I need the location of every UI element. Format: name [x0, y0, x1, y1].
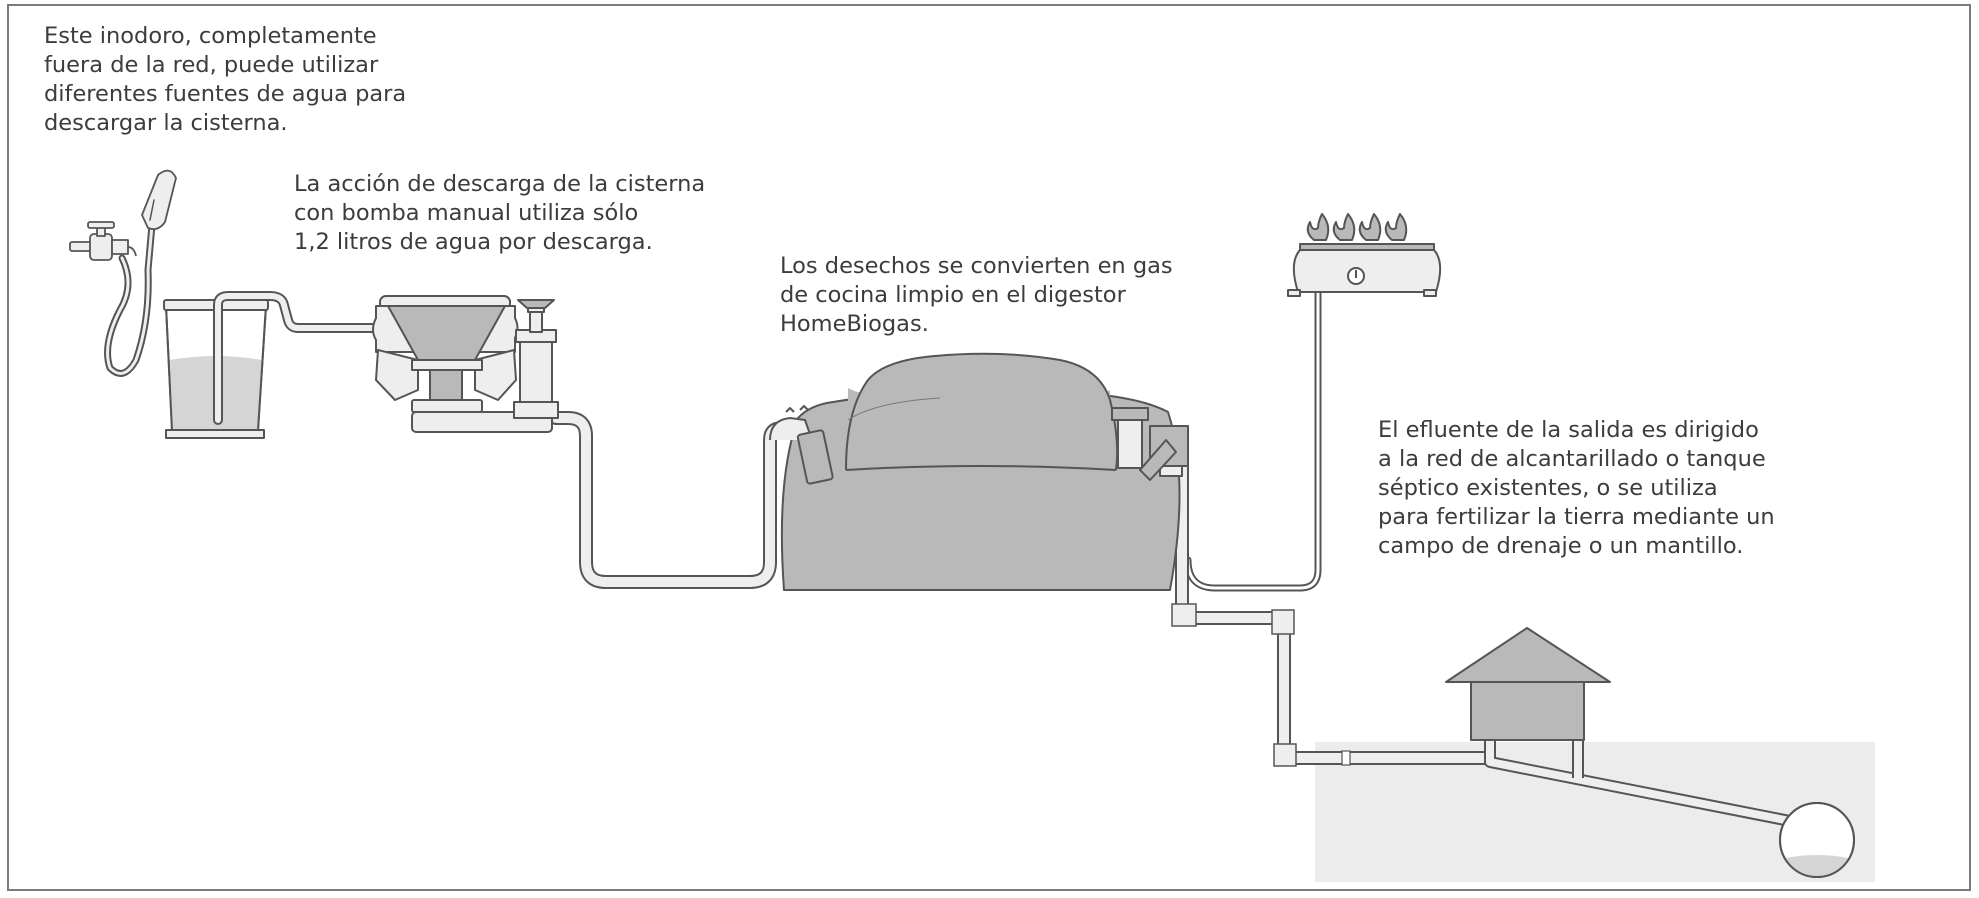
gas-stove-icon — [1287, 213, 1442, 297]
caption-flush-action: La acción de descarga de la cisterna con… — [294, 170, 705, 257]
house-icon — [1445, 627, 1611, 741]
caption-line: a la red de alcantarillado o tanque — [1378, 446, 1766, 472]
ground-area — [1315, 742, 1875, 882]
caption-line: Este inodoro, completamente — [44, 23, 377, 49]
pipe-elbow — [1273, 743, 1297, 767]
bucket-hose — [213, 291, 380, 425]
caption-line: con bomba manual utiliza sólo — [294, 200, 639, 226]
caption-line: 1,2 litros de agua por descarga. — [294, 229, 653, 255]
caption-line: HomeBiogas. — [780, 311, 929, 337]
septic-tank-icon — [1779, 802, 1855, 878]
faucet-icon — [69, 221, 137, 261]
pipe-joint — [1341, 750, 1351, 766]
inlet-pipe — [549, 411, 802, 589]
caption-line: descargar la cisterna. — [44, 110, 288, 136]
gas-line — [1184, 286, 1322, 592]
caption-water-sources: Este inodoro, completamente fuera de la … — [44, 22, 406, 138]
caption-line: diferentes fuentes de agua para — [44, 81, 407, 107]
caption-line: de cocina limpio en el digestor — [780, 282, 1126, 308]
caption-line: El efluente de la salida es dirigido — [1378, 417, 1759, 443]
caption-line: para fertilizar la tierra mediante un — [1378, 504, 1775, 530]
biogas-digester-icon — [769, 352, 1189, 591]
caption-line: fuera de la red, puede utilizar — [44, 52, 379, 78]
caption-digester: Los desechos se convierten en gas de coc… — [780, 252, 1173, 339]
caption-line: Los desechos se convierten en gas — [780, 253, 1173, 279]
flame-icon — [1306, 213, 1408, 241]
pipe-elbow — [1171, 603, 1197, 627]
caption-effluent: El efluente de la salida es dirigido a l… — [1378, 416, 1775, 561]
hand-shower-icon — [104, 169, 177, 377]
pump-toilet-icon — [372, 295, 559, 433]
caption-line: séptico existentes, o se utiliza — [1378, 475, 1718, 501]
caption-line: campo de drenaje o un mantillo. — [1378, 533, 1744, 559]
caption-line: La acción de descarga de la cisterna — [294, 171, 706, 197]
pipe-elbow — [1271, 609, 1295, 635]
